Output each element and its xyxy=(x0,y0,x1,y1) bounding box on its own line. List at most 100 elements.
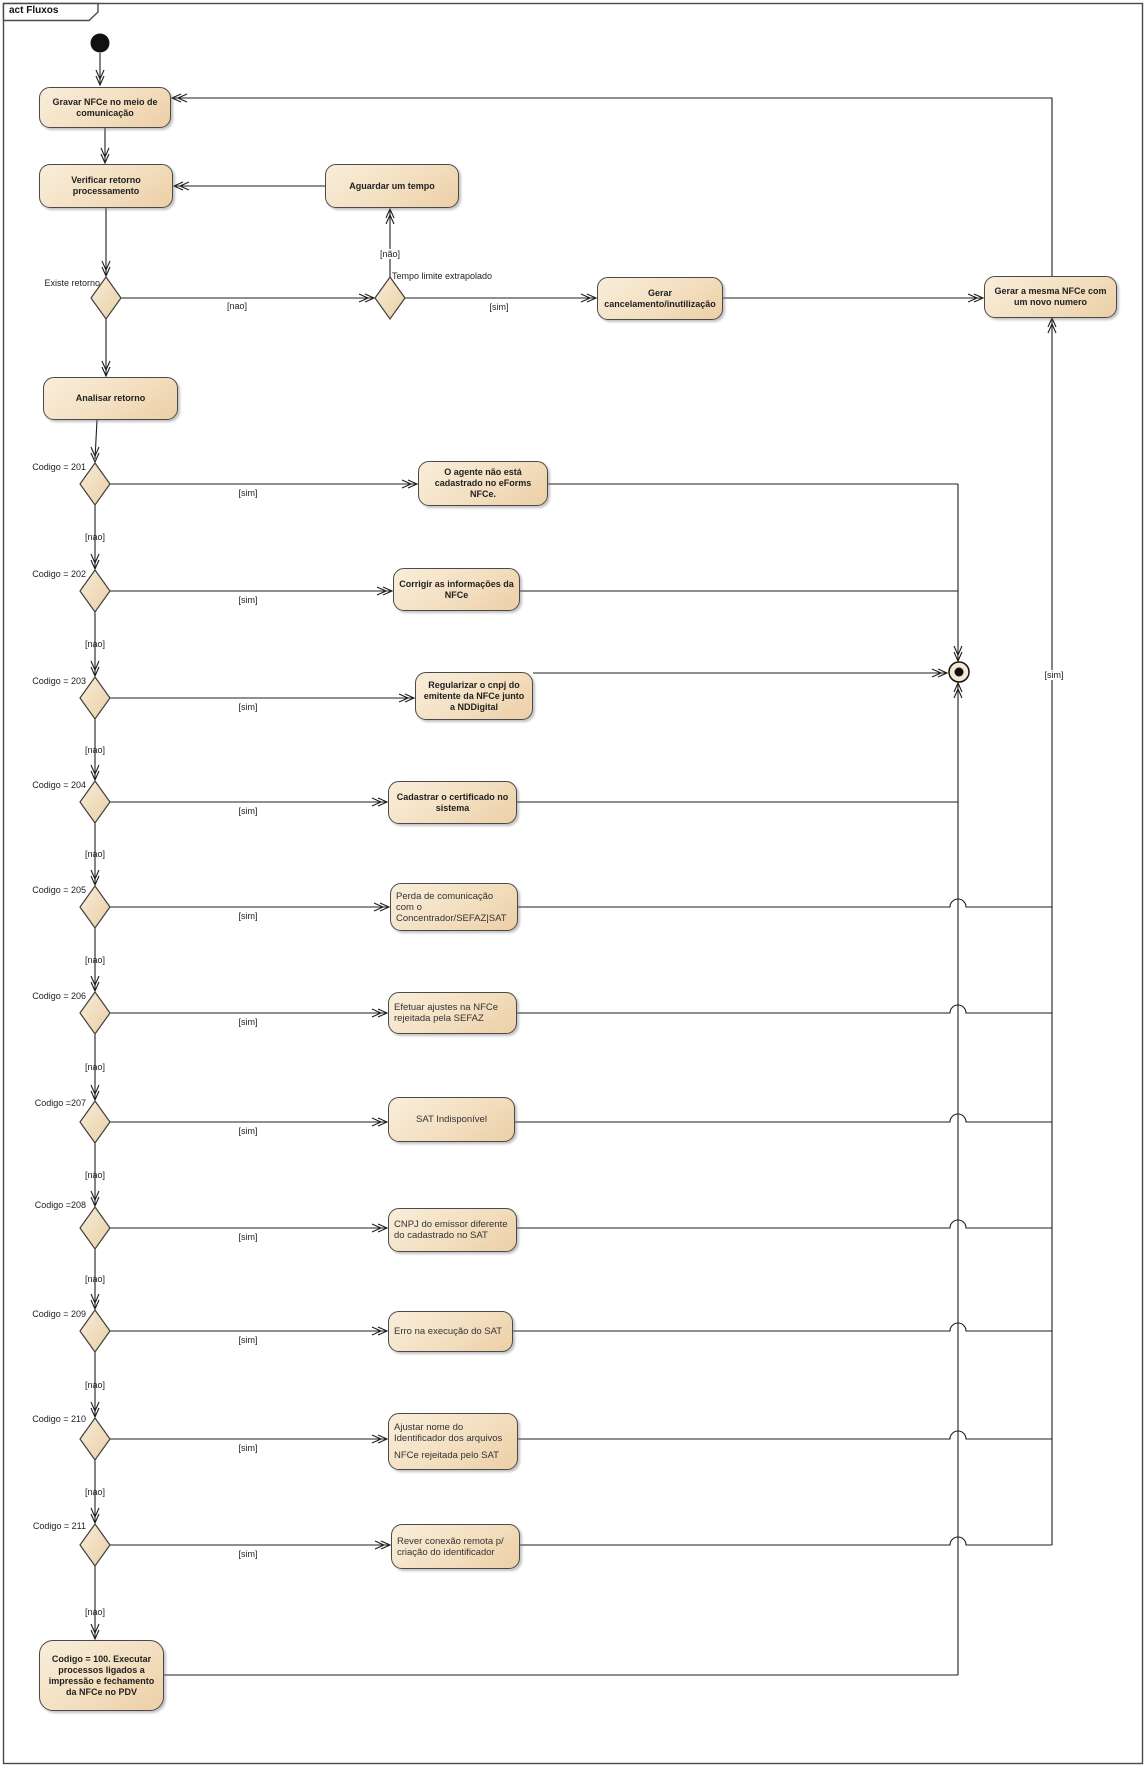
activity-210: Ajustar nome do Identificador dos arquiv… xyxy=(388,1413,518,1470)
connector-out-206 xyxy=(517,1004,1052,1014)
label-codigo-210: Codigo = 210 xyxy=(32,1414,86,1424)
connector-out-208 xyxy=(517,1219,1052,1229)
guard-sim-202: [sim] xyxy=(238,595,258,605)
arrowhead xyxy=(379,902,391,912)
activity-gravar-nfce: Gravar NFCe no meio de comunicação xyxy=(39,87,171,128)
connector-out-210 xyxy=(518,1430,1052,1440)
arrowhead xyxy=(101,366,111,378)
guard-nao-207: [nao] xyxy=(84,1170,106,1180)
arrowhead xyxy=(170,93,182,103)
arrowhead xyxy=(371,1223,383,1233)
decision-codigo-202 xyxy=(79,568,111,614)
guard-sim-201: [sim] xyxy=(238,488,258,498)
activity-203: Regularizar o cnpj do emitente da NFCe j… xyxy=(415,672,533,720)
connector-analisar-d201 xyxy=(94,419,98,460)
guard-nao-206: [nao] xyxy=(84,1062,106,1072)
arrowhead xyxy=(382,586,394,596)
guard-sim-210: [sim] xyxy=(238,1443,258,1453)
decision-codigo-206 xyxy=(79,990,111,1036)
arrowhead xyxy=(580,293,592,303)
arrowhead xyxy=(1047,322,1057,334)
arrowhead xyxy=(364,293,376,303)
arrowhead xyxy=(371,1434,383,1444)
guard-sim-203: [sim] xyxy=(238,702,258,712)
guard-nao-205: [nao] xyxy=(84,955,106,965)
arrowhead xyxy=(376,586,388,596)
arrowhead xyxy=(586,293,598,303)
arrowhead xyxy=(373,902,385,912)
guard-sim-tempo: [sim] xyxy=(489,302,509,312)
guard-nao-existe: [nao] xyxy=(226,301,248,311)
arrowhead xyxy=(377,1008,389,1018)
arrowhead xyxy=(953,651,963,663)
decision-codigo-207 xyxy=(79,1099,111,1145)
arrowhead xyxy=(90,1401,100,1413)
frame-title-tab xyxy=(2,2,99,22)
label-codigo-206: Codigo = 206 xyxy=(32,991,86,1001)
arrowhead xyxy=(377,797,389,807)
arrowhead xyxy=(953,681,963,693)
final-node-dot xyxy=(954,667,964,677)
guard-nao-211: [nao] xyxy=(84,1607,106,1617)
guard-sim-206: [sim] xyxy=(238,1017,258,1027)
arrowhead xyxy=(358,293,370,303)
label-codigo-202: Codigo = 202 xyxy=(32,569,86,579)
decision-codigo-209 xyxy=(79,1308,111,1354)
arrowhead xyxy=(377,1326,389,1336)
arrowhead xyxy=(90,1293,100,1305)
activity-210-line1: Ajustar nome do Identificador dos arquiv… xyxy=(394,1422,503,1444)
guard-nao-208: [nao] xyxy=(84,1274,106,1284)
arrowhead xyxy=(931,668,943,678)
arrowhead xyxy=(953,645,963,657)
label-codigo-209: Codigo = 209 xyxy=(32,1309,86,1319)
arrowhead xyxy=(371,1008,383,1018)
label-codigo-205: Codigo = 205 xyxy=(32,885,86,895)
arrowhead xyxy=(172,181,184,191)
decision-codigo-211 xyxy=(79,1522,111,1568)
arrowhead xyxy=(967,293,979,303)
arrowhead xyxy=(176,93,188,103)
connector-loopback-gravar xyxy=(172,97,1053,276)
decision-tempo-limite xyxy=(374,275,406,321)
arrowhead xyxy=(100,153,110,165)
decision-codigo-208 xyxy=(79,1205,111,1251)
label-codigo-208: Codigo =208 xyxy=(34,1200,86,1210)
decision-codigo-205 xyxy=(79,884,111,930)
activity-211: Rever conexão remota p/ criação do ident… xyxy=(391,1524,520,1569)
guard-nao-210: [nao] xyxy=(84,1487,106,1497)
initial-node xyxy=(90,33,110,53)
decision-existe-retorno xyxy=(90,275,122,321)
arrowhead xyxy=(407,479,419,489)
activity-gerar-cancelamento: Gerar cancelamento/inutilização xyxy=(597,277,723,320)
arrowhead xyxy=(377,1117,389,1127)
arrowhead xyxy=(90,1084,100,1096)
arrowhead xyxy=(371,1117,383,1127)
arrowhead xyxy=(95,69,105,81)
activity-207: SAT Indisponível xyxy=(388,1097,515,1142)
connector-out-211 xyxy=(520,1536,1052,1546)
guard-nao-202: [nao] xyxy=(84,639,106,649)
label-codigo-207: Codigo =207 xyxy=(34,1098,86,1108)
arrowhead xyxy=(385,207,395,219)
arrowhead xyxy=(101,260,111,272)
guard-nao-204: [nao] xyxy=(84,849,106,859)
activity-208: CNPJ do emissor diferente do cadastrado … xyxy=(388,1208,517,1252)
arrowhead xyxy=(178,181,190,191)
arrowhead xyxy=(90,446,100,458)
activity-gerar-mesma-nfce: Gerar a mesma NFCe com um novo numero xyxy=(984,276,1117,318)
arrowhead xyxy=(371,1326,383,1336)
arrowhead xyxy=(953,687,963,699)
arrowhead xyxy=(937,668,949,678)
activity-210-line2: NFCe rejeitada pelo SAT xyxy=(394,1450,499,1461)
guard-sim-204: [sim] xyxy=(238,806,258,816)
activity-205: Perda de comunicação com o Concentrador/… xyxy=(390,883,518,931)
arrowhead xyxy=(90,1190,100,1202)
activity-202: Corrigir as informações da NFCe xyxy=(393,568,520,611)
diagram-title: act Fluxos xyxy=(9,5,59,16)
activity-codigo-100: Codigo = 100. Executar processos ligados… xyxy=(39,1640,164,1711)
arrowhead xyxy=(377,1223,389,1233)
arrowhead xyxy=(398,693,410,703)
arrowhead xyxy=(90,1507,100,1519)
connector-out-207 xyxy=(515,1113,1052,1123)
